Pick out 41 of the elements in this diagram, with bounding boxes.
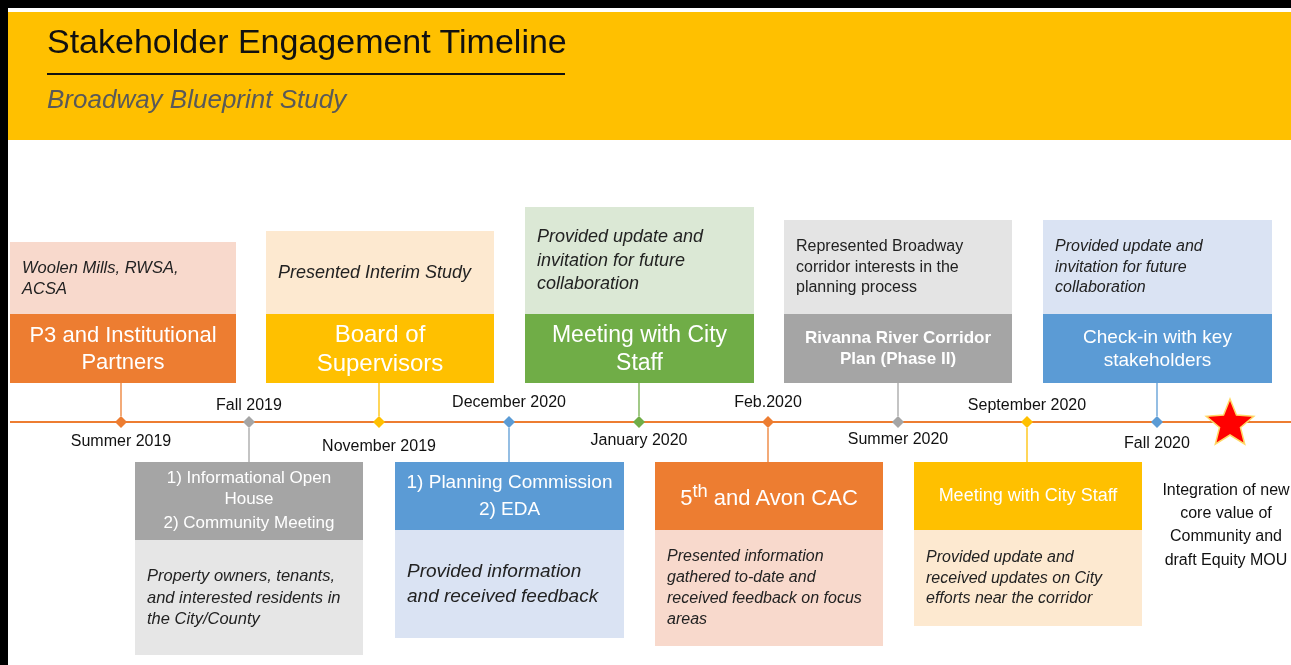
event-title: Board of Supervisors (315, 319, 445, 378)
date-label: January 2020 (590, 431, 688, 449)
connector-line (120, 382, 122, 417)
connector-line (378, 382, 380, 417)
event-note: Woolen Mills, RWSA, ACSA (22, 256, 180, 299)
event-note: Provided update and invitation for future collaboration (1055, 235, 1204, 298)
connector-line (897, 382, 899, 417)
event-title: Meeting with City Staff (550, 320, 729, 377)
date-label: September 2020 (967, 396, 1087, 414)
event-title: 2) Community Meeting (163, 513, 335, 534)
event-title: 2) EDA (478, 498, 541, 521)
note-text: Integration of new core value of Community and draft Equity MOU (1162, 480, 1290, 570)
event-title: 1) Informational Open House (165, 468, 333, 510)
date-label: Summer 2020 (847, 430, 949, 448)
event-note: Provided update and invitation for future collaboration (537, 225, 705, 296)
date-label: Summer 2019 (70, 432, 172, 450)
event-title: Check-in with key stakeholders (1082, 325, 1233, 372)
event-note: Presented Interim Study (278, 260, 472, 284)
event-note: Presented information gathered to-date and received feedback on focus areas (667, 546, 863, 629)
date-label: Fall 2020 (1124, 434, 1190, 452)
event-note: Provided update and received updates on City efforts near the corridor (926, 546, 1104, 609)
date-label: November 2019 (322, 437, 436, 455)
date-label: Fall 2019 (216, 396, 282, 414)
event-title: P3 and Institutional Partners (28, 322, 218, 375)
subtitle: Broadway Blueprint Study (47, 84, 347, 115)
date-label: December 2020 (452, 393, 566, 411)
connector-line (248, 427, 250, 463)
event-note: Provided information and received feedback (407, 559, 600, 608)
event-title: 1) Planning Commission (406, 471, 613, 494)
connector-line (508, 427, 510, 463)
event-note: Property owners, tenants, and interested residents in the City/County (147, 565, 342, 630)
event-title: 5$^{th}$ and Avon CAC (680, 480, 858, 512)
connector-line (1156, 382, 1158, 417)
connector-line (1026, 427, 1028, 463)
date-label: Feb.2020 (734, 393, 802, 411)
connector-line (767, 427, 769, 463)
event-note: Represented Broadway corridor interests in the planning process (796, 235, 965, 298)
title: Stakeholder Engagement Timeline (47, 22, 567, 61)
connector-line (638, 382, 640, 417)
event-title: Meeting with City Staff (938, 485, 1118, 507)
event-title: Rivanna River Corridor Plan (Phase II) (803, 328, 993, 369)
